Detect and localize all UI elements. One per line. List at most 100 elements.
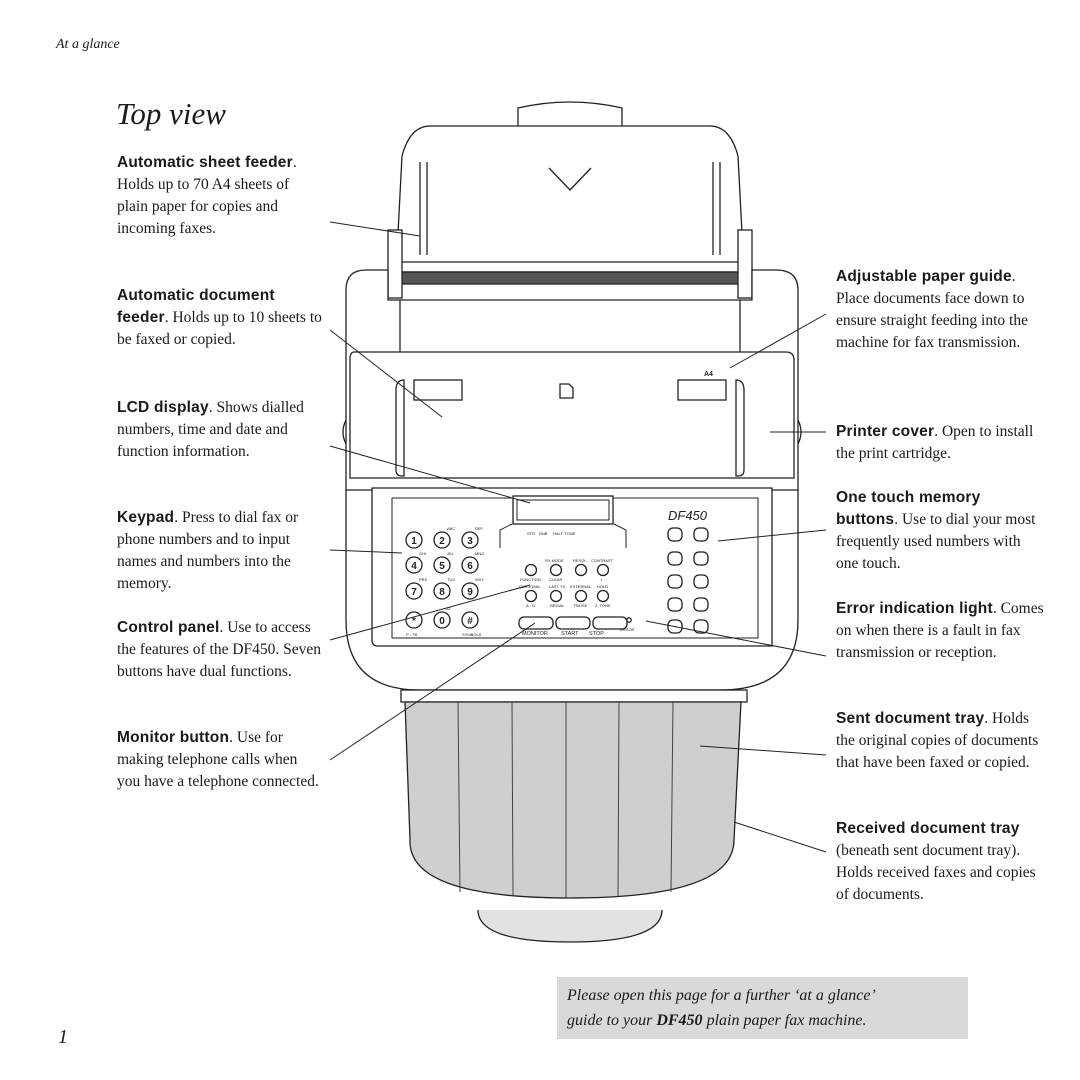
- func-label: FUNCTION: [520, 577, 541, 582]
- key-letters: MNO: [475, 551, 484, 556]
- key-digit[interactable]: 3: [467, 536, 473, 547]
- key-digit[interactable]: 6: [467, 561, 473, 572]
- key-letters: ABC: [447, 526, 455, 531]
- callout-desc: . Use to dial your most frequently used …: [836, 511, 1036, 572]
- error-label: ERROR: [620, 627, 635, 632]
- key-digit[interactable]: 7: [411, 587, 417, 598]
- callout-error-indication-light: Error indication light. Comes on when th…: [836, 598, 1046, 664]
- key-letters: OZ: [445, 606, 451, 611]
- callout-desc: . Holds up to 10 sheets to be faxed or c…: [117, 309, 322, 348]
- callout-monitor-button: Monitor button. Use for making telephone…: [117, 727, 322, 793]
- callout-term: Control panel: [117, 619, 220, 636]
- note-line-2-post: plain paper fax machine.: [702, 1012, 867, 1029]
- key-digit[interactable]: 5: [439, 561, 445, 572]
- key-letters: PRS: [419, 577, 428, 582]
- callout-term: Received document tray: [836, 820, 1020, 837]
- func-label: RESOL: [573, 558, 587, 563]
- note-box: Please open this page for a further ‘at …: [557, 977, 968, 1039]
- start-label: START: [561, 631, 579, 637]
- model-name: DF450: [668, 508, 708, 523]
- callout-term: Monitor button: [117, 729, 230, 746]
- error-light: [626, 617, 632, 623]
- key-digit[interactable]: 2: [439, 536, 445, 547]
- note-line-2-bold: DF450: [656, 1012, 703, 1029]
- lcd-label-rnb: RNB: [539, 531, 548, 536]
- lcd-label-sto: STO: [527, 531, 535, 536]
- func-label: Z. TONE: [595, 603, 611, 608]
- callout-desc: . Use to access the features of the DF45…: [117, 619, 322, 680]
- callout-term: Automatic sheet feeder: [117, 154, 293, 171]
- func-label: RX MODE: [545, 558, 564, 563]
- received-document-tray: [477, 909, 663, 943]
- printer-cover: [345, 269, 799, 491]
- callout-desc: (beneath sent document tray). Holds rece…: [836, 842, 1036, 903]
- func-label: CONTRAST: [591, 558, 614, 563]
- feed-direction-chevron: [548, 167, 592, 191]
- page-title: Top view: [116, 96, 226, 131]
- key-letters: JKL: [447, 551, 455, 556]
- stop-label: STOP: [589, 631, 604, 637]
- key-digit[interactable]: 8: [439, 587, 445, 598]
- key-digit[interactable]: 9: [467, 587, 473, 598]
- callout-automatic-document-feeder: Automatic document feeder. Holds up to 1…: [117, 285, 322, 351]
- callout-one-touch-memory-buttons: One touch memory buttons. Use to dial yo…: [836, 487, 1046, 575]
- key-letters: DEF: [475, 526, 484, 531]
- paper-guide-left: [413, 379, 463, 401]
- callout-term: LCD display: [117, 399, 209, 416]
- func-label: EXTERNAL: [570, 584, 592, 589]
- note-line-1: Please open this page for a further ‘at …: [567, 987, 876, 1004]
- callout-term: Automatic document feeder: [117, 287, 275, 326]
- func-label: -: [578, 577, 580, 582]
- monitor-label: MONITOR: [522, 631, 548, 637]
- key-digit[interactable]: 1: [411, 536, 417, 547]
- callout-term: Printer cover: [836, 423, 935, 440]
- callout-term: Keypad: [117, 509, 175, 526]
- automatic-sheet-feeder: [395, 125, 745, 273]
- func-label: LAST TX: [549, 584, 565, 589]
- callout-received-document-tray: Received document tray (beneath sent doc…: [836, 818, 1046, 906]
- sent-document-tray: [404, 701, 742, 899]
- callout-term: One touch memory buttons: [836, 489, 981, 528]
- key-digit[interactable]: 0: [439, 616, 445, 627]
- callout-desc: . Press to dial fax or phone numbers and…: [117, 509, 299, 592]
- callout-desc: . Shows dialled numbers, time and date a…: [117, 399, 304, 460]
- key-bottom-label: P - TB: [406, 632, 418, 637]
- key-bottom-label: SYMBOLS: [462, 632, 482, 637]
- callout-printer-cover: Printer cover. Open to install the print…: [836, 421, 1046, 465]
- callout-desc: . Use for making telephone calls when yo…: [117, 729, 319, 790]
- lcd-label-halftone: HALF TONE: [553, 531, 576, 536]
- func-label: +: [600, 577, 603, 582]
- start-button[interactable]: [555, 616, 591, 630]
- paper-size-label: A4: [704, 371, 713, 378]
- key-digit[interactable]: *: [412, 616, 416, 627]
- callout-control-panel: Control panel. Use to access the feature…: [117, 617, 322, 683]
- callout-term: Adjustable paper guide: [836, 268, 1012, 285]
- callout-keypad: Keypad. Press to dial fax or phone numbe…: [117, 507, 322, 595]
- callout-desc: . Open to install the print cartridge.: [836, 423, 1034, 462]
- paper-guide-right: [677, 379, 727, 401]
- document-icon: [559, 383, 574, 399]
- callout-sent-document-tray: Sent document tray. Holds the original c…: [836, 708, 1046, 774]
- key-letters: TUV: [447, 577, 455, 582]
- func-label: PAUSE: [574, 603, 588, 608]
- func-label: A - G: [526, 603, 535, 608]
- key-digit[interactable]: #: [467, 616, 473, 627]
- func-label: CLEAR: [549, 577, 562, 582]
- func-label: QUICKDIAL: [519, 584, 541, 589]
- one-touch-memory-buttons: [667, 527, 709, 634]
- callout-desc: . Comes on when there is a fault in fax …: [836, 600, 1044, 661]
- key-letters: WXY: [475, 577, 484, 582]
- callout-desc: . Holds the original copies of documents…: [836, 710, 1039, 771]
- note-line-2-pre: guide to your: [567, 1012, 657, 1029]
- sheet-feeder-knob: [517, 101, 623, 129]
- key-digit[interactable]: 4: [411, 561, 417, 572]
- monitor-button[interactable]: [518, 616, 554, 630]
- running-head: At a glance: [56, 37, 120, 52]
- stop-button[interactable]: [592, 616, 628, 630]
- callout-automatic-sheet-feeder: Automatic sheet feeder. Holds up to 70 A…: [117, 152, 322, 240]
- key-letters: GHI: [419, 551, 426, 556]
- callout-term: Error indication light: [836, 600, 993, 617]
- callout-desc: . Place documents face down to ensure st…: [836, 268, 1028, 351]
- callout-adjustable-paper-guide: Adjustable paper guide. Place documents …: [836, 266, 1046, 354]
